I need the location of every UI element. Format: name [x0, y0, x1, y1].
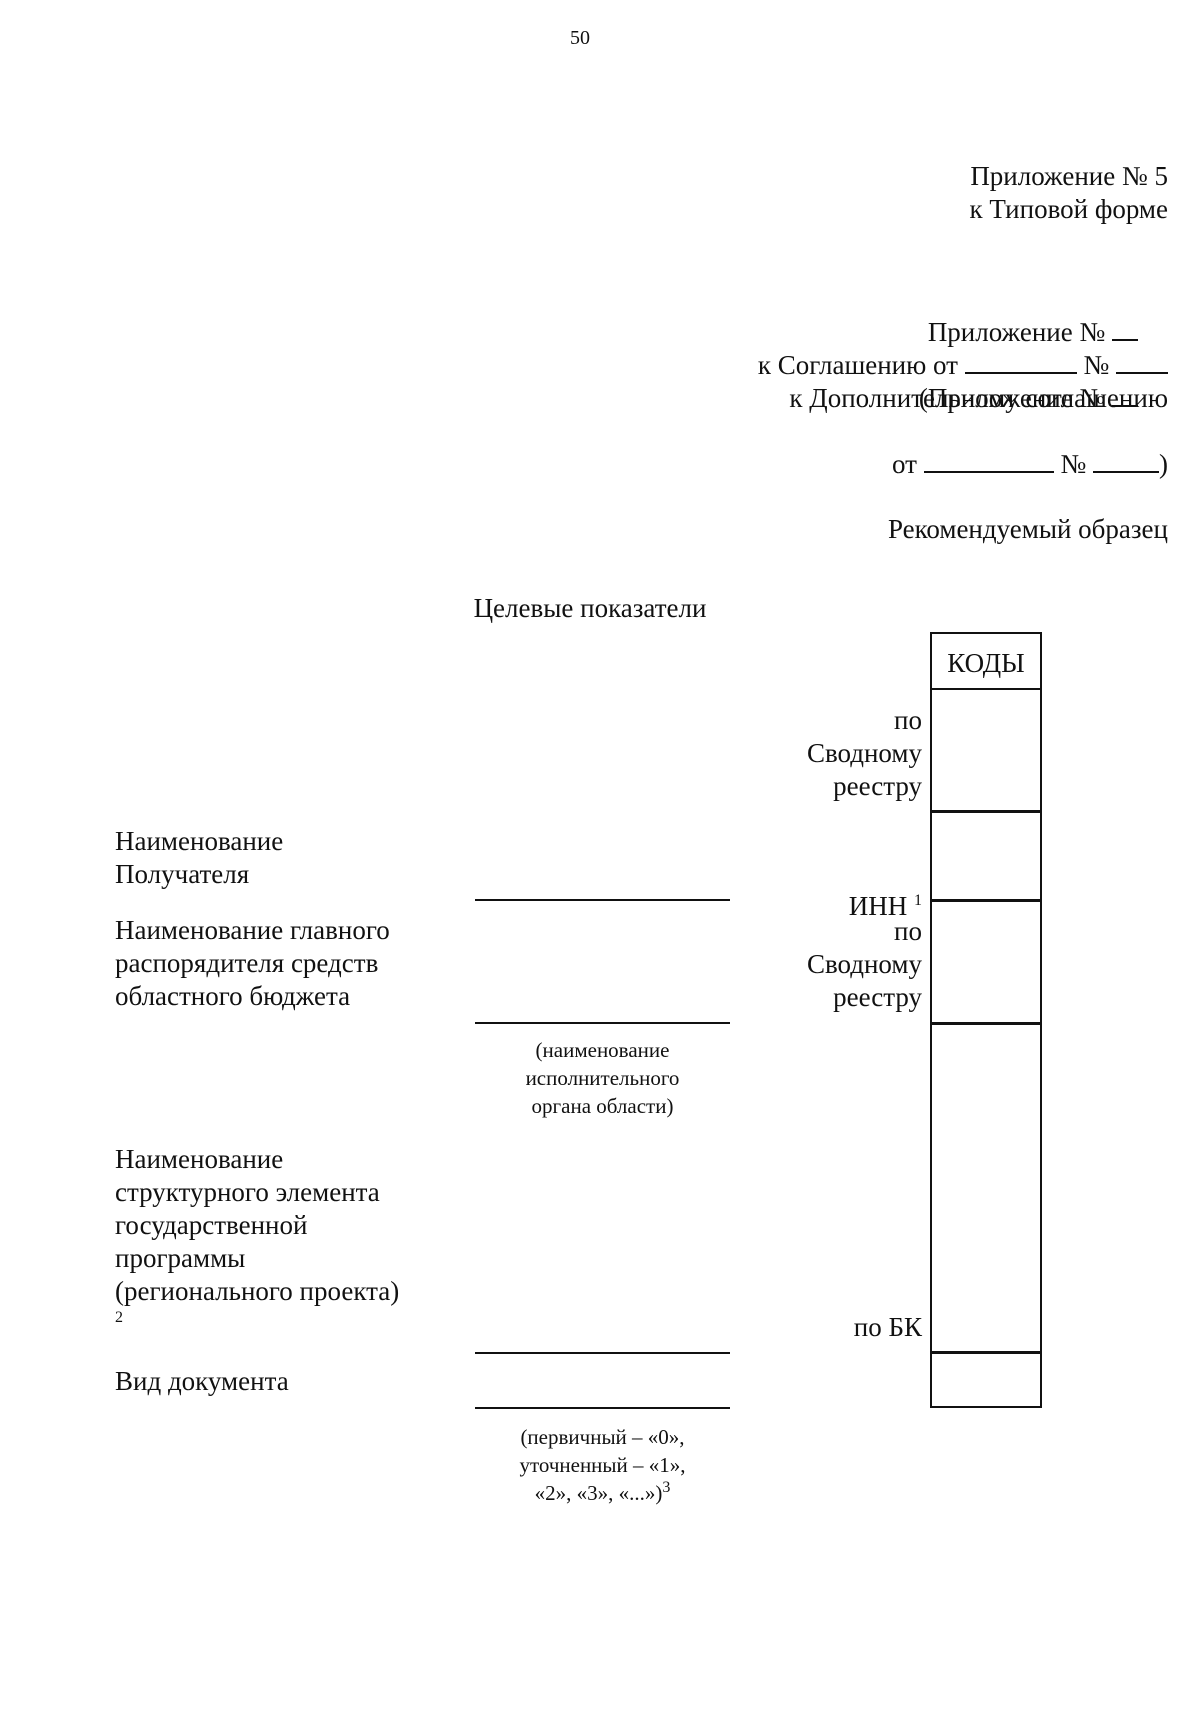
- sample-label: Рекомендуемый образец: [887, 514, 1168, 544]
- structural-element-label-line1: Наименование: [115, 1144, 284, 1174]
- closing-paren: ): [1159, 449, 1168, 479]
- code-cell-svodny-1[interactable]: [930, 688, 1042, 812]
- code-cell-inn[interactable]: [930, 811, 1042, 901]
- inn-footnote: 1: [914, 892, 922, 909]
- main-manager-label-line1: Наименование главного: [115, 915, 390, 945]
- recipient-input-line[interactable]: [475, 899, 730, 901]
- doc-type-hint-line2: уточненный – «1»,: [519, 1453, 686, 1477]
- supplement-number-label: №: [1060, 449, 1087, 479]
- svodny-1-line3: реестру: [833, 771, 922, 801]
- supplement-date-label: от: [892, 449, 917, 479]
- structural-element-label-line4: программы: [115, 1243, 246, 1273]
- structural-element-label-line5: (регионального проекта): [115, 1276, 400, 1306]
- doc-type-hint-text: «2», «3», «...»): [534, 1481, 663, 1505]
- codes-header: КОДЫ: [947, 648, 1025, 678]
- inn-text: ИНН: [848, 891, 908, 921]
- structural-element-footnote: 2: [115, 1309, 123, 1326]
- svodny-1-line1: по: [894, 705, 922, 735]
- form-title: Целевые показатели: [473, 593, 707, 623]
- main-manager-label-line2: распорядителя средств: [115, 948, 379, 978]
- structural-element-input-line[interactable]: [475, 1352, 730, 1354]
- code-cell-svodny-2[interactable]: [930, 900, 1042, 1024]
- inn-label: ИНН 1: [740, 857, 922, 923]
- svodny-2-line3: реестру: [833, 982, 922, 1012]
- svodny-2-line2: Сводному: [806, 949, 922, 979]
- doc-type-hint-line3: «2», «3», «...»)3: [475, 1479, 730, 1507]
- svodny-2-line1: по: [894, 916, 922, 946]
- supplement-number-blank: [1093, 449, 1159, 473]
- main-manager-hint-line2: исполнительного: [525, 1066, 680, 1090]
- doc-type-footnote: 3: [662, 1479, 671, 1496]
- structural-element-label-line3: государственной: [115, 1210, 308, 1240]
- agreement-date-blank: [964, 350, 1077, 374]
- main-manager-hint-line1: (наименование: [535, 1038, 670, 1062]
- agreement-header-line3: (Приложение №: [600, 349, 1138, 415]
- appendix-header-line2: к Типовой форме: [969, 194, 1168, 224]
- bk-label: по БК: [853, 1312, 922, 1342]
- doc-type-hint-line1: (первичный – «0»,: [520, 1425, 685, 1449]
- structural-element-label-line2: структурного элемента: [115, 1177, 380, 1207]
- supplement-appendix-label: (Приложение №: [918, 383, 1106, 413]
- agreement-header-line1: Приложение №: [600, 283, 1138, 349]
- main-manager-label-line3: областного бюджета: [115, 981, 351, 1011]
- code-cell-bk[interactable]: [930, 1023, 1042, 1353]
- code-cell-doc-type[interactable]: [930, 1352, 1042, 1408]
- agreement-header-line5: от № ): [600, 415, 1168, 481]
- appendix-number-blank: [1112, 317, 1138, 341]
- recipient-label-line2: Получателя: [115, 859, 250, 889]
- main-manager-input-line[interactable]: [475, 1022, 730, 1024]
- recipient-label-line1: Наименование: [115, 826, 284, 856]
- doc-type-input-line[interactable]: [475, 1407, 730, 1409]
- agreement-appendix-label: Приложение №: [927, 317, 1106, 347]
- agreement-header-line2: к Соглашению от №: [600, 316, 1168, 382]
- supplement-appendix-blank: [1112, 383, 1138, 407]
- agreement-number-label: №: [1083, 350, 1110, 380]
- agreement-header-line4: к Дополнительному соглашению: [789, 383, 1168, 413]
- main-manager-hint-line3: органа области): [531, 1094, 674, 1118]
- appendix-header-line1: Приложение № 5: [970, 161, 1168, 191]
- agreement-date-label: к Соглашению от: [757, 350, 958, 380]
- agreement-number-blank: [1116, 350, 1168, 374]
- doc-type-label: Вид документа: [115, 1366, 289, 1396]
- page-number: 50: [570, 27, 590, 49]
- supplement-date-blank: [923, 449, 1054, 473]
- svodny-1-line2: Сводному: [806, 738, 922, 768]
